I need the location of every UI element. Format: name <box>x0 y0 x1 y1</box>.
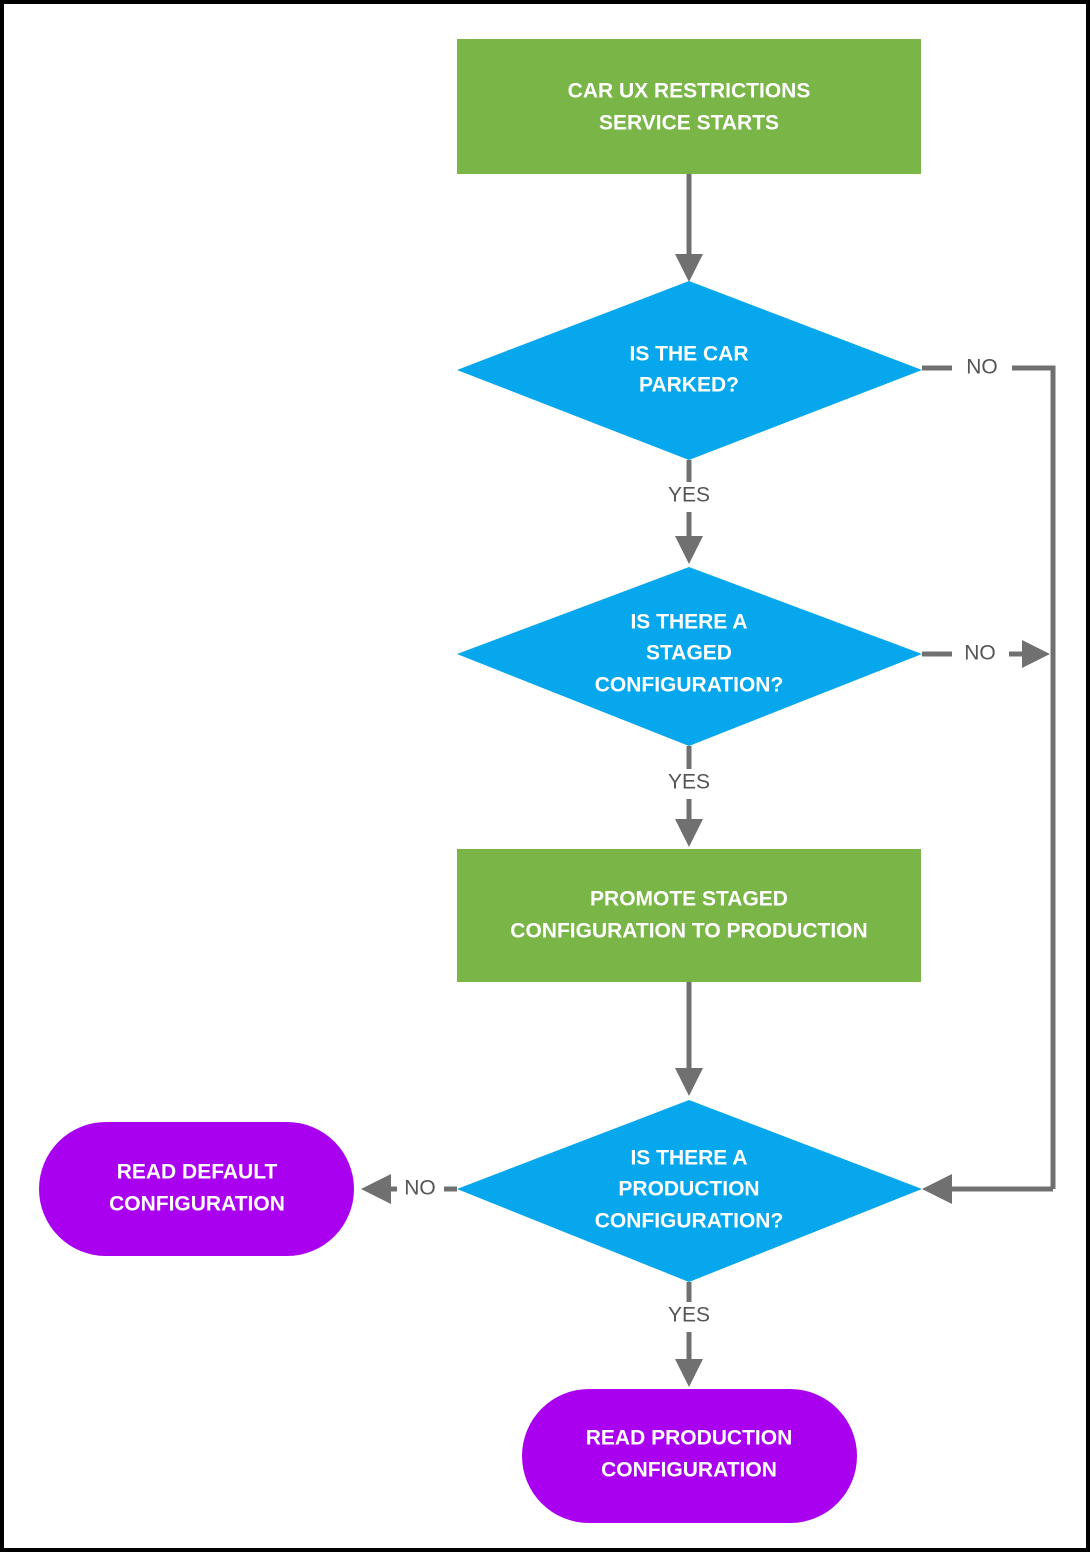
edge-label-staged-no: NO <box>964 642 996 665</box>
read-default-config-label-line-1: READ DEFAULT <box>117 1161 278 1184</box>
start-label-line-1: CAR UX RESTRICTIONS <box>568 80 811 103</box>
arrowhead-icon <box>675 536 703 564</box>
edge-label-production-yes: YES <box>668 1304 710 1327</box>
arrowhead-icon <box>675 819 703 847</box>
read-production-config-shape[interactable] <box>522 1389 857 1523</box>
edge-start-to-parked <box>675 174 703 282</box>
read-default-config-label-line-2: CONFIGURATION <box>109 1193 285 1216</box>
is-production-config-label-line-2: PRODUCTION <box>618 1178 759 1201</box>
node-read-production-config[interactable]: READ PRODUCTION CONFIGURATION <box>522 1389 857 1523</box>
read-production-config-label-line-2: CONFIGURATION <box>601 1459 777 1482</box>
promote-staged-label-line-2: CONFIGURATION TO PRODUCTION <box>510 920 867 943</box>
node-promote-staged[interactable]: PROMOTE STAGED CONFIGURATION TO PRODUCTI… <box>457 849 921 982</box>
is-staged-config-label-line-1: IS THERE A <box>630 611 747 634</box>
node-is-production-config[interactable]: IS THERE A PRODUCTION CONFIGURATION? <box>457 1100 922 1282</box>
edge-staged-yes <box>675 746 703 847</box>
edge-rail-to-production-check <box>922 1174 1053 1204</box>
is-car-parked-label-line-2: PARKED? <box>639 374 739 397</box>
promote-staged-shape[interactable] <box>457 849 921 982</box>
edge-label-parked-no: NO <box>966 356 998 379</box>
arrowhead-icon <box>1022 640 1050 668</box>
arrowhead-icon <box>675 254 703 282</box>
arrowhead-icon <box>675 1359 703 1387</box>
edge-label-staged-yes: YES <box>668 771 710 794</box>
flowchart-svg: CAR UX RESTRICTIONS SERVICE STARTS IS TH… <box>39 39 1056 1523</box>
start-shape[interactable] <box>457 39 921 174</box>
is-staged-config-label-line-2: STAGED <box>646 642 732 665</box>
read-production-config-label-line-1: READ PRODUCTION <box>586 1427 793 1450</box>
edge-label-production-no: NO <box>404 1177 436 1200</box>
arrowhead-icon <box>361 1174 391 1204</box>
is-car-parked-shape[interactable] <box>457 281 922 460</box>
is-production-config-shape[interactable] <box>457 1100 922 1282</box>
node-is-staged-config[interactable]: IS THERE A STAGED CONFIGURATION? <box>457 567 922 746</box>
arrowhead-icon <box>675 1068 703 1096</box>
edge-production-no <box>361 1174 457 1204</box>
promote-staged-label-line-1: PROMOTE STAGED <box>590 888 788 911</box>
is-production-config-label-line-3: CONFIGURATION? <box>595 1210 784 1233</box>
edge-production-yes <box>675 1282 703 1387</box>
edge-parked-no <box>922 365 1056 1189</box>
edge-promote-to-production-check <box>675 982 703 1096</box>
is-staged-config-label-line-3: CONFIGURATION? <box>595 674 784 697</box>
is-car-parked-label-line-1: IS THE CAR <box>629 343 748 366</box>
node-is-car-parked[interactable]: IS THE CAR PARKED? <box>457 281 922 460</box>
edge-line-rail <box>1012 365 1056 1189</box>
read-default-config-shape[interactable] <box>39 1122 354 1256</box>
start-label-line-2: SERVICE STARTS <box>599 112 779 135</box>
edge-parked-yes <box>675 460 703 564</box>
arrowhead-icon <box>922 1174 952 1204</box>
is-staged-config-shape[interactable] <box>457 567 922 746</box>
is-production-config-label-line-1: IS THERE A <box>630 1147 747 1170</box>
node-read-default-config[interactable]: READ DEFAULT CONFIGURATION <box>39 1122 354 1256</box>
edge-staged-no <box>922 640 1050 668</box>
node-start[interactable]: CAR UX RESTRICTIONS SERVICE STARTS <box>457 39 921 174</box>
edge-label-parked-yes: YES <box>668 484 710 507</box>
